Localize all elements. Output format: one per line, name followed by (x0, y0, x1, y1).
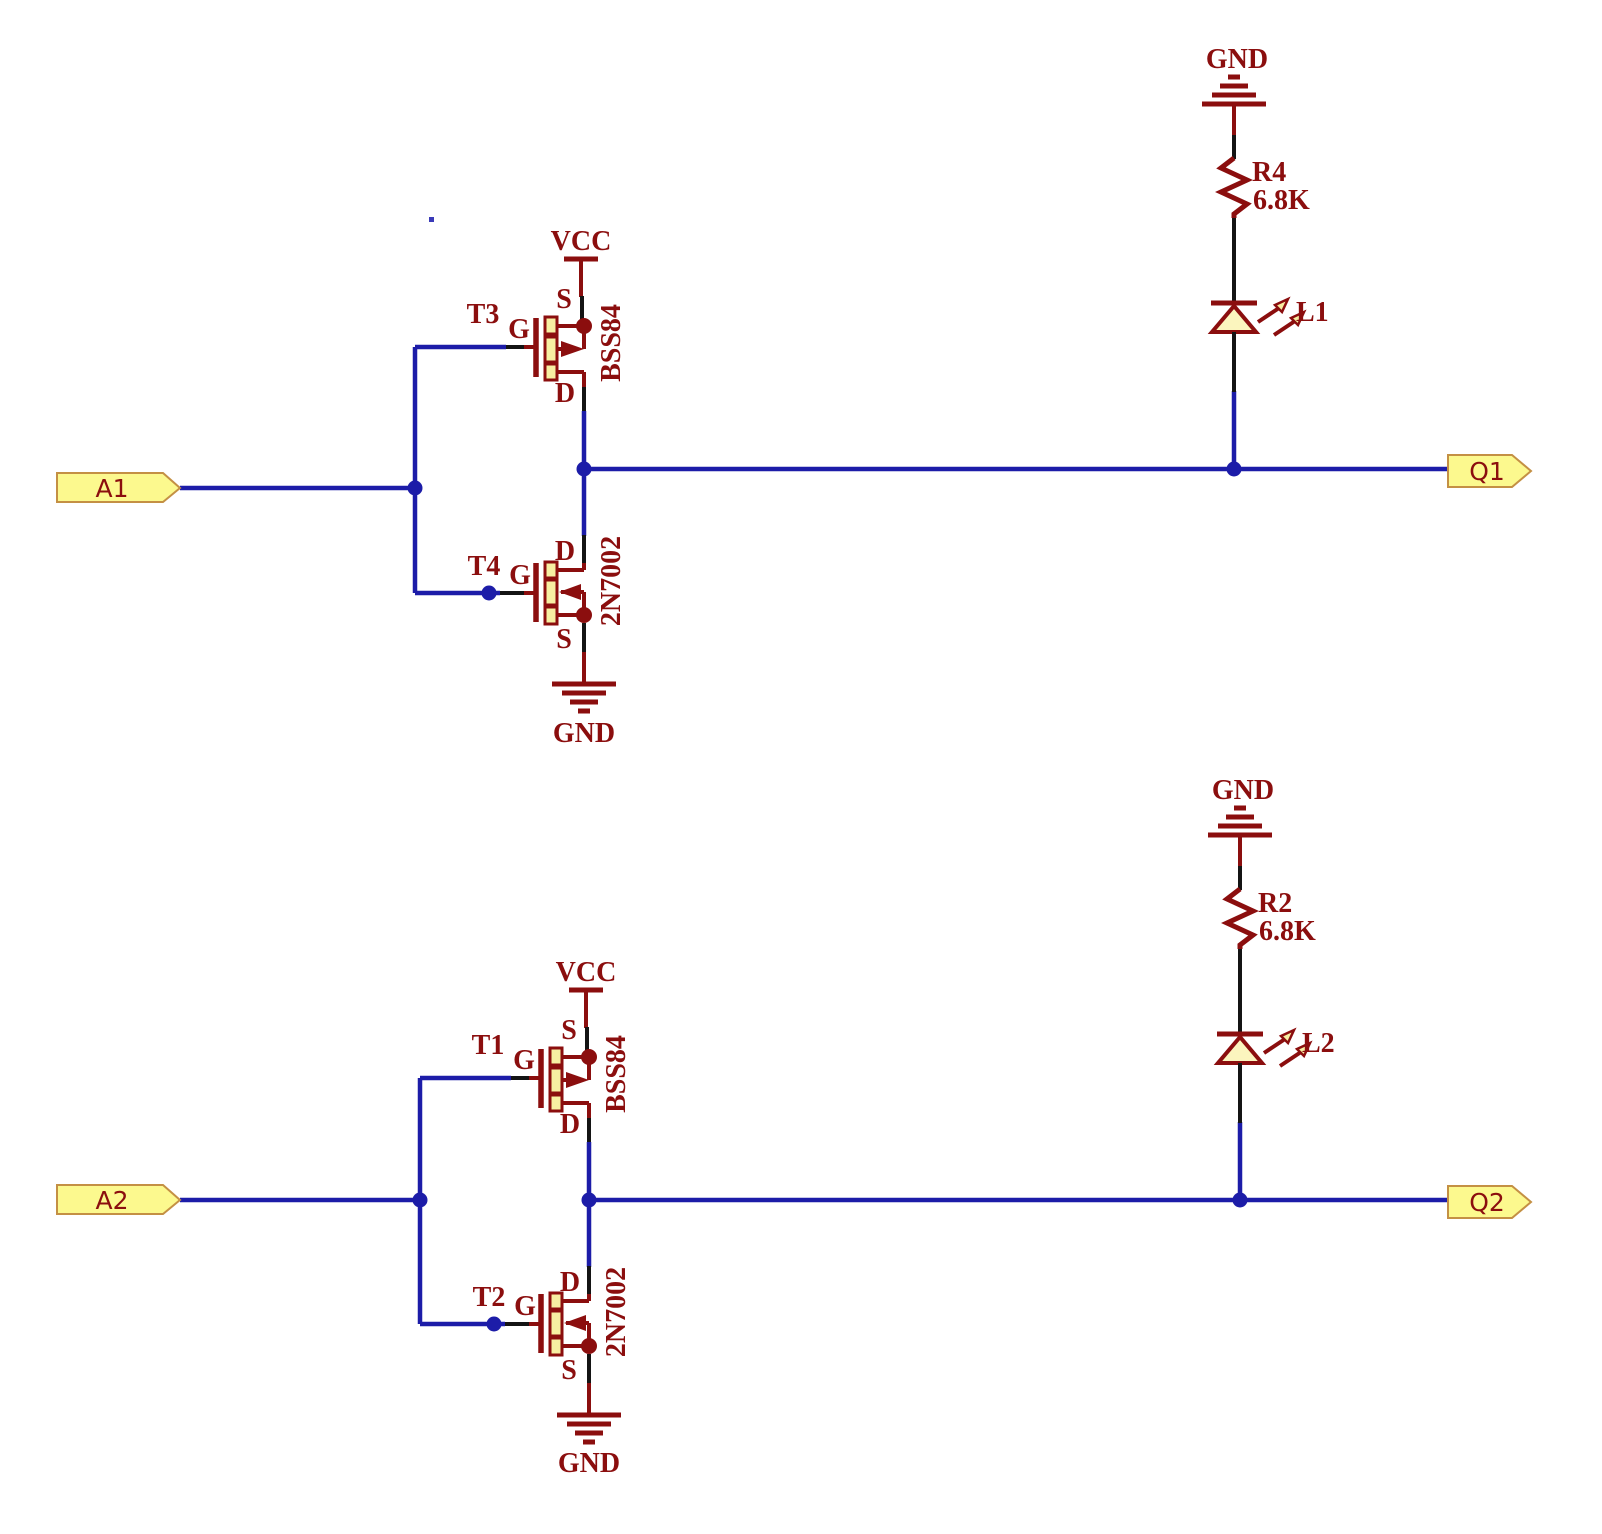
nmos-t2[interactable]: T2 G D S 2N7002 (473, 1266, 632, 1415)
gate-pin-label: G (509, 560, 531, 591)
bulk-arrow (559, 584, 581, 600)
bulk-arrow (566, 1072, 589, 1088)
led-l2[interactable]: L2 (1213, 1027, 1335, 1123)
gnd-symbol[interactable]: GND (1208, 775, 1274, 867)
net-q2[interactable] (581, 1122, 1449, 1267)
gnd-label: GND (1212, 775, 1274, 806)
gnd-label: GND (1206, 44, 1268, 75)
source-pin-label: S (561, 1015, 577, 1046)
resistor-name: R2 (1258, 888, 1292, 919)
resistor-value: 6.8K (1259, 916, 1316, 947)
bulk-arrow (564, 1315, 586, 1331)
bulk-arrow (561, 341, 584, 357)
net-q1[interactable] (576, 391, 1449, 536)
resistor-value: 6.8K (1253, 185, 1310, 216)
resistor-r4[interactable]: R4 6.8K (1215, 135, 1310, 304)
junction-dot (412, 1192, 428, 1208)
nmos-t4[interactable]: T4 G D S 2N7002 (468, 535, 627, 684)
gnd-symbol[interactable]: GND (1202, 44, 1268, 136)
resistor-name: R4 (1252, 157, 1286, 188)
junction-dot (481, 585, 497, 601)
led-l1[interactable]: L1 (1207, 296, 1329, 392)
part-number: 2N7002 (596, 536, 627, 626)
transistor-name: T4 (468, 551, 501, 582)
gate-pin-label: G (508, 314, 530, 345)
input-flag-a2[interactable]: A2 (56, 1184, 182, 1215)
light-ray-arrow (1288, 309, 1307, 328)
part-number: 2N7002 (601, 1267, 632, 1357)
drain-pin-label: D (560, 1109, 580, 1140)
gate-pin-label: G (514, 1291, 536, 1322)
gnd-symbol[interactable]: GND (557, 1412, 621, 1479)
junction-dot (576, 461, 592, 477)
net-a2[interactable] (180, 1075, 539, 1332)
stray-dot (429, 217, 434, 222)
flag-label: Q1 (1469, 457, 1505, 486)
transistor-name: T3 (467, 299, 500, 330)
part-number: BSS84 (596, 304, 627, 382)
vcc-symbol[interactable]: VCC (551, 226, 612, 297)
output-flag-q1[interactable]: Q1 (1447, 454, 1533, 488)
bulk-dot (581, 1338, 597, 1354)
vcc-symbol[interactable]: VCC (556, 957, 617, 1028)
drain-pin-label: D (555, 536, 575, 567)
circuit-2: A2 VCC T1 G S D BSS84 (56, 775, 1533, 1479)
flag-label: A1 (95, 474, 128, 503)
pmos-t1[interactable]: T1 G S D BSS84 (472, 1015, 632, 1143)
flag-label: A2 (95, 1186, 128, 1215)
part-number: BSS84 (601, 1035, 632, 1113)
gate-pin-label: G (513, 1045, 535, 1076)
circuit-1: A1 VCC T3 G S D BSS84 (56, 44, 1533, 749)
led-name: L2 (1302, 1028, 1335, 1059)
junction-dot (407, 480, 423, 496)
gnd-symbol[interactable]: GND (552, 681, 616, 749)
vcc-label: VCC (556, 957, 617, 988)
resistor-r2[interactable]: R2 6.8K (1221, 866, 1316, 1035)
light-ray-arrow (1278, 1027, 1297, 1046)
drain-pin-label: D (555, 378, 575, 409)
source-pin-label: S (561, 1355, 577, 1386)
vcc-label: VCC (551, 226, 612, 257)
transistor-name: T1 (472, 1030, 505, 1061)
light-ray-arrow (1272, 296, 1291, 315)
bulk-dot (576, 607, 592, 623)
net-a1[interactable] (180, 344, 534, 601)
output-flag-q2[interactable]: Q2 (1447, 1185, 1533, 1219)
flag-label: Q2 (1469, 1188, 1505, 1217)
transistor-name: T2 (473, 1282, 506, 1313)
input-flag-a1[interactable]: A1 (56, 472, 182, 503)
junction-dot (486, 1316, 502, 1332)
pmos-t3[interactable]: T3 G S D BSS84 (467, 284, 627, 412)
light-ray-arrow (1294, 1040, 1313, 1059)
gnd-label: GND (558, 1448, 620, 1479)
led-name: L1 (1296, 297, 1329, 328)
gnd-label: GND (553, 718, 615, 749)
source-pin-label: S (556, 284, 572, 315)
junction-dot (581, 1192, 597, 1208)
drain-pin-label: D (560, 1267, 580, 1298)
source-pin-label: S (556, 624, 572, 655)
